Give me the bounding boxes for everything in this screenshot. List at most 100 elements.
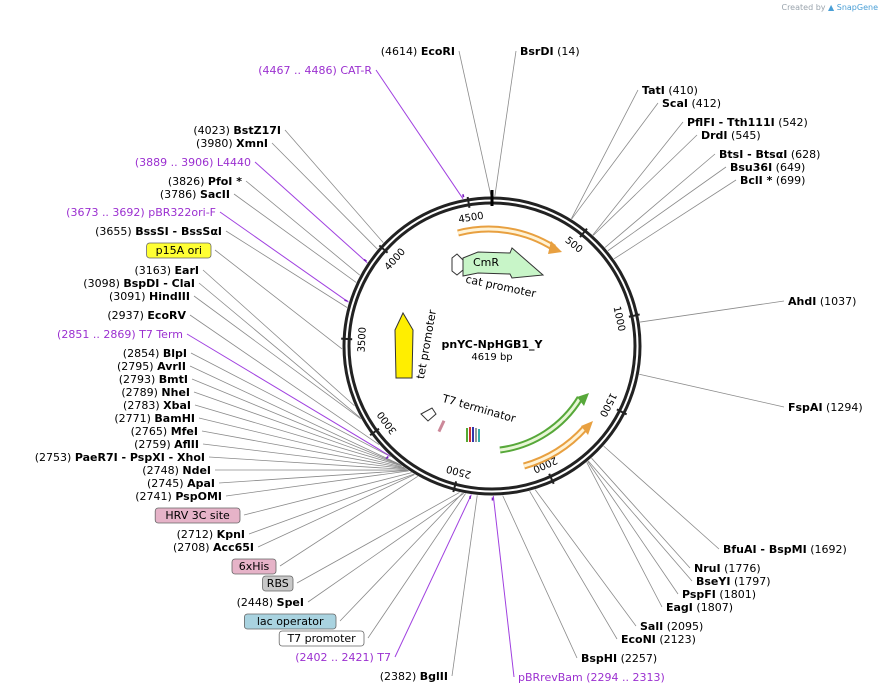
- leader-line-hrv3c: [243, 472, 412, 516]
- label-position-fspai: (1294): [826, 401, 863, 414]
- leader-line-bstz17i: [284, 129, 384, 243]
- svg-text:BseYI (1797): BseYI (1797): [696, 575, 771, 588]
- label-position-ahdi: (1037): [820, 295, 857, 308]
- label-name-bsu36i: Bsu36I: [730, 161, 772, 174]
- tick-mark-500: [579, 227, 588, 238]
- svg-text:BclI * (699): BclI * (699): [740, 174, 805, 187]
- label-drdi: DrdI (545): [701, 129, 761, 142]
- snapgene-credit: Created by ▲ SnapGene: [781, 3, 878, 12]
- leader-line-bsu36i: [607, 166, 727, 252]
- tick-mark-1000: [628, 313, 640, 318]
- svg-text:(2745) ApaI: (2745) ApaI: [147, 477, 215, 490]
- leader-line-spei: [307, 493, 465, 603]
- label-box-lac-operator: [243, 613, 337, 630]
- label-position-xmni: (3980): [196, 137, 233, 150]
- label-pflfi: PflFI - Tth111I (542): [687, 116, 808, 129]
- tick-mark-3500: [341, 337, 353, 341]
- label-position-bseyi: (1797): [734, 575, 771, 588]
- tick-mark-2000: [548, 473, 555, 485]
- primer-site-l4440: [363, 258, 367, 262]
- label-name-l4440: L4440: [217, 156, 251, 169]
- label-name-bamhi: BamHI: [154, 412, 195, 425]
- svg-text:EagI (1807): EagI (1807): [666, 601, 733, 614]
- label-name-paer7i: PaeR7I - PspXI - XhoI: [75, 451, 205, 464]
- label-position-drdi: (545): [731, 129, 761, 142]
- leader-line-pbr322ori: [219, 211, 349, 303]
- label-position-nhei: (2789): [121, 386, 158, 399]
- label-name-bsrdi: BsrDI: [520, 45, 554, 58]
- label-position-bsu36i: (649): [776, 161, 806, 174]
- label-position-bglii: (2382): [380, 670, 417, 683]
- label-eagi: EagI (1807): [666, 601, 733, 614]
- label-position-pflfi: (542): [778, 116, 808, 129]
- label-name-bspdi: BspDI - ClaI: [123, 277, 195, 290]
- leader-line-pspomi: [225, 470, 409, 497]
- cat-promoter-arrow: [451, 253, 464, 276]
- svg-text:ScaI (412): ScaI (412): [662, 97, 721, 110]
- svg-text:(2789) NheI: (2789) NheI: [121, 386, 190, 399]
- label-hrv3c: HRV 3C site: [154, 507, 241, 524]
- label-position-sacii: (3786): [160, 188, 197, 201]
- credit-prefix: Created by: [781, 3, 826, 12]
- leader-line-bamhi: [198, 417, 404, 468]
- label-kpni: (2712) KpnI: [177, 528, 245, 541]
- leader-line-pbrrevbam: [492, 495, 515, 678]
- label-paer7i: (2753) PaeR7I - PspXI - XhoI: [35, 451, 205, 464]
- leader-line-t7term: [186, 333, 391, 457]
- label-hindiii: (3091) HindIII: [109, 290, 190, 303]
- label-position-t7-primer: (2402 .. 2421): [295, 651, 374, 664]
- label-position-bmti: (2793): [119, 373, 156, 386]
- leader-line-aflii: [202, 443, 406, 470]
- label-name-pbrrevbam: pBRrevBam: [518, 671, 583, 684]
- label-position-eari: (3163): [134, 264, 171, 277]
- leader-line-kpni: [248, 473, 415, 535]
- label-bsphi: BspHI (2257): [581, 652, 657, 665]
- label-position-pspfi: (1801): [719, 588, 756, 601]
- label-name-bfuai: BfuAI - BspMI: [723, 543, 807, 556]
- svg-text:AhdI (1037): AhdI (1037): [788, 295, 856, 308]
- svg-text:(2759) AflII: (2759) AflII: [134, 438, 199, 451]
- label-nrui: NruI (1776): [694, 562, 761, 575]
- label-name-pflfi: PflFI - Tth111I: [687, 116, 775, 129]
- label-box-hrv3c: [154, 507, 241, 524]
- leader-line-nrui: [591, 457, 691, 569]
- label-position-scai: (412): [691, 97, 721, 110]
- label-ecori: (4614) EcoRI: [381, 45, 455, 58]
- leader-line-xbai: [194, 404, 403, 467]
- svg-text:(3091) HindIII: (3091) HindIII: [109, 290, 190, 303]
- svg-text:(3786) SacII: (3786) SacII: [160, 188, 230, 201]
- label-bamhi: (2771) BamHI: [114, 412, 195, 425]
- label-position-aflii: (2759): [134, 438, 171, 451]
- label-name-aflii: AflII: [174, 438, 199, 451]
- label-acc65i: (2708) Acc65I: [173, 541, 254, 554]
- orange-arrowhead-2: [581, 421, 593, 435]
- leader-line-pflfi: [592, 121, 684, 236]
- leader-lines: [186, 50, 785, 678]
- label-econi: EcoNI (2123): [621, 633, 696, 646]
- label-name-kpni: KpnI: [217, 528, 245, 541]
- label-name-lac-operator: lac operator: [257, 615, 324, 628]
- svg-text:(2771) BamHI: (2771) BamHI: [114, 412, 195, 425]
- tick-label-4500: 4500: [458, 211, 485, 226]
- tick-label-1000: 1000: [611, 305, 627, 332]
- label-bstz17i: (4023) BstZ17I: [193, 124, 281, 137]
- leader-line-cat-r: [375, 69, 464, 200]
- label-position-kpni: (2712): [177, 528, 214, 541]
- leader-line-fspai: [639, 373, 785, 408]
- leader-line-avrii: [189, 365, 401, 465]
- label-bsu36i: Bsu36I (649): [730, 161, 805, 174]
- svg-text:EcoNI (2123): EcoNI (2123): [621, 633, 696, 646]
- label-name-apai: ApaI: [187, 477, 215, 490]
- credit-brand: SnapGene: [836, 3, 878, 12]
- label-position-econi: (2123): [659, 633, 696, 646]
- label-position-bfuai: (1692): [810, 543, 847, 556]
- svg-text:(3163) EarI: (3163) EarI: [134, 264, 199, 277]
- label-position-paer7i: (2753): [35, 451, 72, 464]
- tick-label-3500: 3500: [357, 327, 369, 353]
- label-name-sali: SalI: [640, 620, 663, 633]
- primer-site-t7term: [385, 455, 389, 460]
- svg-text:(2783) XbaI: (2783) XbaI: [123, 399, 191, 412]
- svg-text:BsrDI (14): BsrDI (14): [520, 45, 580, 58]
- label-name-avrii: AvrII: [157, 360, 186, 373]
